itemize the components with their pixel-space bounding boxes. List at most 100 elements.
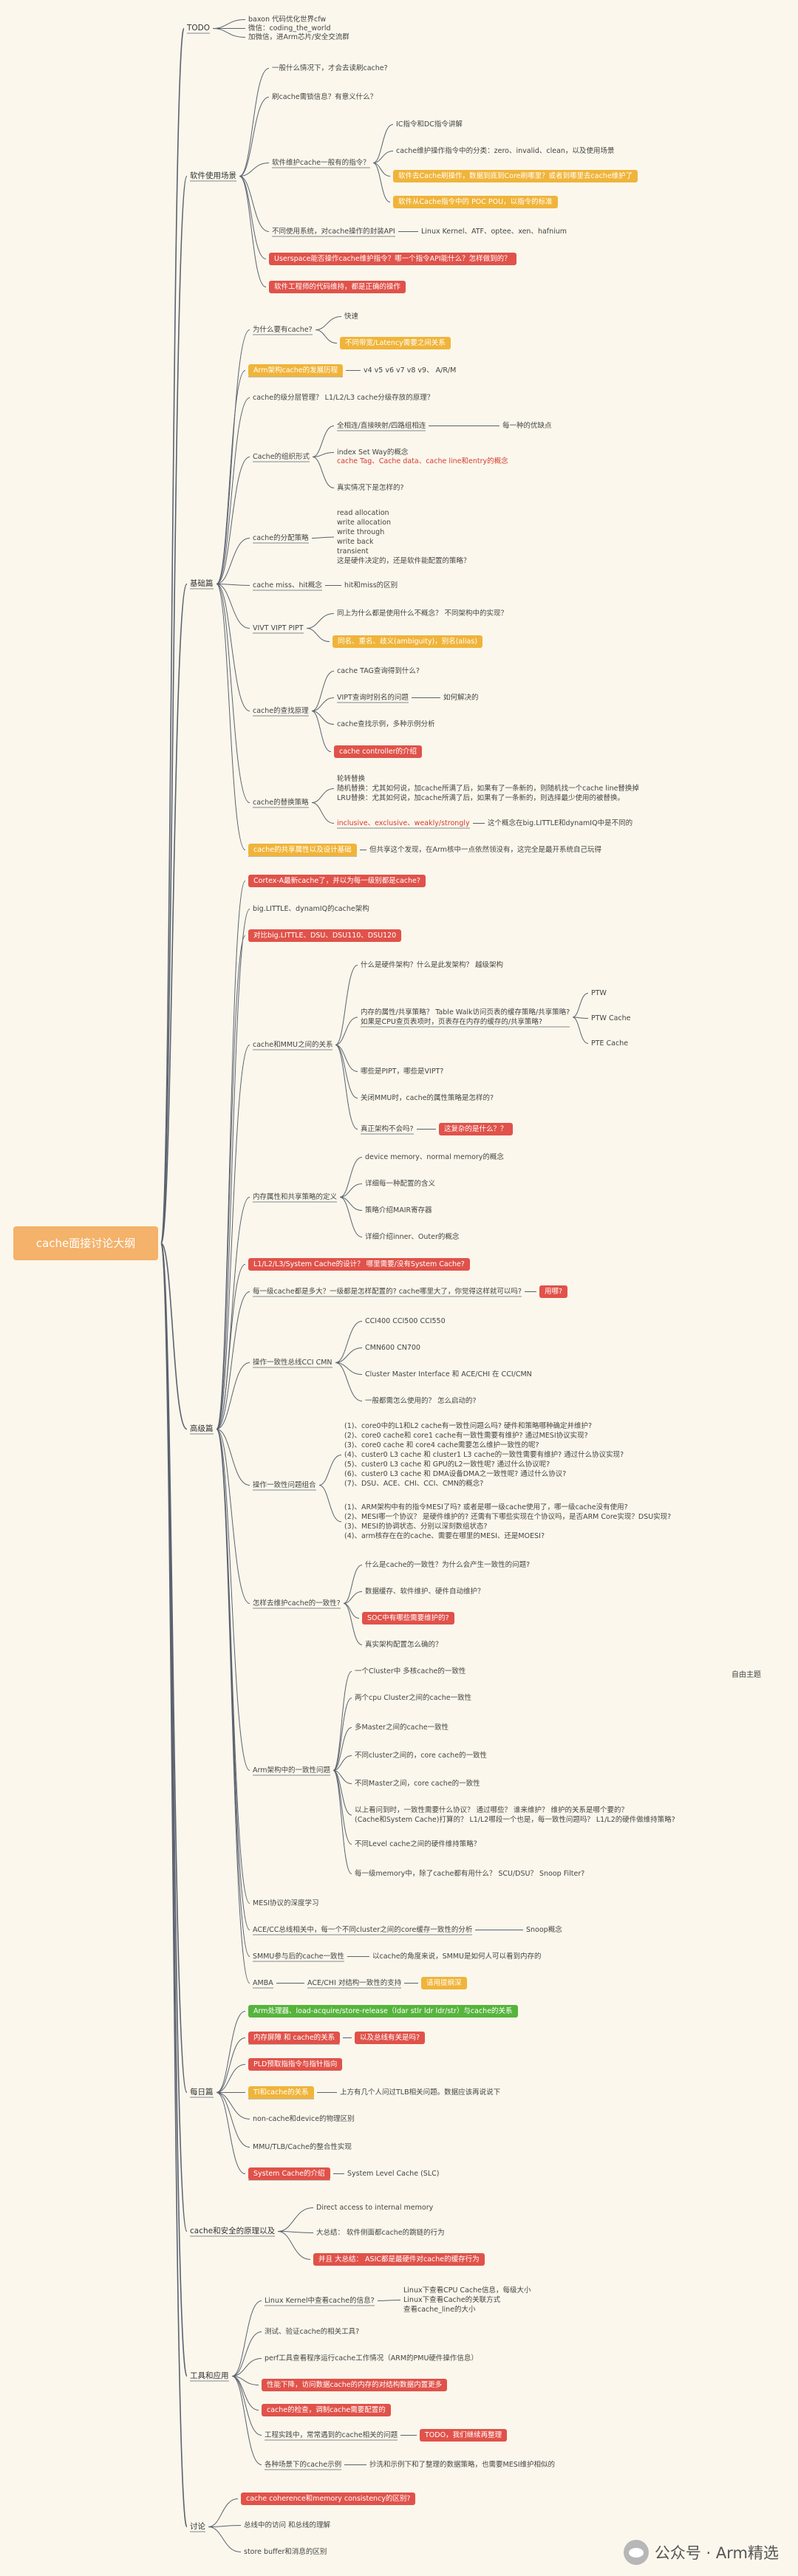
node-sec-3[interactable]: 并且 大总结： ASIC都是最硬件对cache的缓存行为	[313, 2253, 485, 2266]
node-t6a[interactable]: TODO，我们继续再整理	[420, 2429, 508, 2442]
node-a12[interactable]: MESI协议的深度学习	[253, 1899, 319, 1907]
node-a11c[interactable]: 多Master之间的cache一致性	[355, 1723, 449, 1732]
node-b7b[interactable]: 同名、重名、歧义(ambiguity)，别名(alias)	[332, 635, 482, 648]
node-b2a[interactable]: v4 v5 v6 v7 v8 v9、 A/R/M	[364, 366, 457, 375]
node-a4b1[interactable]: PTW	[591, 989, 607, 997]
node-a4c[interactable]: 哪些是PIPT，哪些是VIPT?	[361, 1067, 444, 1076]
node-a5[interactable]: 内存属性和共享策略的定义	[253, 1193, 338, 1201]
node-a11a[interactable]: 一个Cluster中 多核cache的一致性	[355, 1667, 466, 1675]
node-sec-2[interactable]: 大总结： 软件侧面都cache的跳链的行为	[316, 2229, 445, 2237]
node-b4b2[interactable]: cache Tag、Cache data、cache line和entry的概念	[337, 457, 508, 465]
node-a3[interactable]: 对比big.LITTLE、DSU、DSU110、DSU120	[248, 929, 402, 942]
node-a4b[interactable]: 内存的属性/共享策略？ Table Walk访问页表的缓存策略/共享策略? 如果…	[361, 1008, 570, 1026]
node-a10c[interactable]: SOC中有哪些需要维护的?	[362, 1612, 454, 1624]
node-a4b2[interactable]: PTW Cache	[591, 1014, 631, 1022]
node-b2[interactable]: Arm架构cache的发展历程	[248, 364, 344, 377]
node-b5[interactable]: cache的分配策略	[253, 534, 309, 542]
node-c5[interactable]: non-cache和device的物理区别	[253, 2115, 355, 2123]
node-b3[interactable]: cache的级分层管理？ L1/L2/L3 cache分级存放的原理？	[253, 394, 434, 402]
node-sw-3[interactable]: 软件维护cache一般有的指令？	[272, 159, 370, 167]
node-c7[interactable]: System Cache的介绍	[248, 2167, 330, 2180]
node-b9b[interactable]: inclusive、exclusive、weakly/strongly	[337, 819, 470, 827]
free-topic-node[interactable]: 自由主题	[732, 1671, 761, 1679]
node-a13[interactable]: ACE/CC总线相关中，每一个不同cluster之间的core缓存一致性的分析	[253, 1926, 473, 1934]
node-software-scenarios[interactable]: 软件使用场景	[190, 171, 236, 180]
node-todo-contact-3[interactable]: 加微信，进Arm芯片/安全交流群	[248, 33, 349, 41]
node-b8[interactable]: cache的查找原理	[253, 707, 309, 715]
node-t2[interactable]: 测试、验证cache的相关工具?	[265, 2328, 360, 2336]
node-a15b[interactable]: 请用提纲深	[421, 1977, 467, 1989]
node-a6[interactable]: L1/L2/L3/System Cache的设计？ 哪里需要/没有System …	[248, 1258, 470, 1271]
node-b6a[interactable]: hit和miss的区别	[344, 581, 398, 590]
node-todo[interactable]: TODO	[187, 24, 211, 33]
node-a5c[interactable]: 策略介绍MAIR寄存器	[365, 1206, 432, 1214]
node-a8[interactable]: 操作一致性总线CCI CMN	[253, 1359, 332, 1367]
node-b1b[interactable]: 不同带宽/Latency需要之间关系	[340, 337, 451, 349]
node-sw-4[interactable]: 不同使用系统，对cache操作的封装API	[272, 228, 395, 236]
node-tools[interactable]: 工具和应用	[190, 2371, 229, 2380]
node-c2a[interactable]: 以及总线有关是吗?	[355, 2032, 426, 2044]
node-todo-contact-1[interactable]: baxon 代码优化世界cfw	[248, 16, 327, 24]
node-a11f[interactable]: 以上看问到时，一致性需要什么协议？ 通过哪些？ 谁来维护？ 维护的关系是哪个要的…	[355, 1806, 675, 1824]
node-sw-1[interactable]: 一般什么情况下，才会去读刷cache?	[272, 64, 388, 72]
node-sec-1[interactable]: Direct access to internal memory	[316, 2204, 434, 2212]
node-b8b1[interactable]: 如何解决的	[443, 694, 479, 702]
node-a8b[interactable]: CMN600 CN700	[365, 1344, 420, 1352]
node-b8c[interactable]: cache查找示例，多种示例分析	[337, 720, 435, 728]
node-a4[interactable]: cache和MMU之间的关系	[253, 1041, 333, 1049]
node-b8a[interactable]: cache TAG查询得到什么?	[337, 667, 420, 675]
node-b4a[interactable]: 全相连/直接映射/四路组相连	[337, 422, 426, 430]
node-a5a[interactable]: device memory、normal memory的概念	[365, 1153, 504, 1161]
node-a4a[interactable]: 什么是硬件架构？什么是此发架构？ 越级架构	[361, 961, 504, 969]
node-b4[interactable]: Cache的组织形式	[253, 453, 310, 461]
node-b5a[interactable]: read allocation write allocation write t…	[337, 509, 471, 565]
node-a2[interactable]: big.LITTLE、dynamIQ的cache架构	[253, 905, 369, 913]
node-a10d[interactable]: 真实架构配置怎么确的？	[365, 1641, 443, 1649]
node-t4[interactable]: 性能下降，访问数据cache的内存的对结构数据内置更多	[262, 2379, 448, 2391]
node-b1[interactable]: 为什么要有cache?	[253, 326, 313, 334]
node-c4[interactable]: Tl和cache的关系	[248, 2086, 314, 2099]
node-sw-4a[interactable]: Linux Kernel、ATF、optee、xen、hafnium	[421, 228, 567, 236]
node-t7[interactable]: 各种场景下的cache示例	[265, 2461, 342, 2469]
node-b4a1[interactable]: 每一种的优缺点	[502, 422, 552, 430]
node-a15[interactable]: AMBA	[253, 1979, 273, 1987]
node-a11g[interactable]: 不同Level cache之间的硬件维持策略？	[355, 1840, 481, 1848]
node-a10b[interactable]: 数据缓存、软件维护、硬件自动维护？	[365, 1588, 485, 1596]
node-t6[interactable]: 工程实践中，常常遇到的cache相关的问题	[265, 2431, 398, 2439]
node-a4e[interactable]: 真正架构不会吗?	[361, 1125, 414, 1133]
node-c1[interactable]: Arm处理器、load-acquire/store-release（ldar s…	[248, 2005, 518, 2018]
node-b7[interactable]: VIVT VIPT PIPT	[253, 624, 304, 632]
node-a9[interactable]: 操作一致性问题组合	[253, 1481, 316, 1489]
node-a8d[interactable]: 一般都需怎么使用的？ 怎么启动的?	[365, 1397, 477, 1405]
node-basic[interactable]: 基础篇	[190, 579, 214, 588]
node-c4a[interactable]: 上方有几个人问过TLB相关问题。数据应该再说说下	[340, 2088, 501, 2097]
node-b10a[interactable]: 但共享这个发现，在Arm核中一点依然领没有，这完全是最开系统自己玩得	[369, 846, 601, 854]
node-advanced[interactable]: 高级篇	[190, 1424, 214, 1433]
node-a5b[interactable]: 详细每一种配置的含义	[365, 1180, 436, 1188]
node-a4d[interactable]: 关闭MMU时，cache的属性策略是怎样的?	[361, 1094, 494, 1102]
node-a10a[interactable]: 什么是cache的一致性？为什么会产生一致性的问题?	[365, 1561, 531, 1569]
node-a11[interactable]: Arm架构中的一致性问题	[253, 1766, 330, 1774]
root-node[interactable]: cache面接讨论大纲	[13, 1226, 158, 1260]
node-b10[interactable]: cache的共享属性以及设计基础	[248, 844, 357, 856]
node-a9b[interactable]: (1)、ARM架构中有的指令MESI了吗? 或者是哪一级cache使用了，哪一级…	[344, 1503, 672, 1540]
node-a11h[interactable]: 每一级memory中，除了cache都有用什么？ SCU/DSU？ Snoop …	[355, 1870, 585, 1878]
node-b9b1[interactable]: 这个概念在big.LITTLE和dynamIQ中是不同的	[488, 819, 633, 827]
node-a4e1[interactable]: 这复杂的是什么？？	[439, 1123, 513, 1135]
node-d2[interactable]: 总线中的访问 和总线的理解	[244, 2521, 331, 2529]
node-a14[interactable]: SMMU参与后的cache一致性	[253, 1953, 345, 1961]
node-b9[interactable]: cache的替换策略	[253, 799, 309, 807]
node-t1a[interactable]: Linux下查看CPU Cache信息，每级大小 Linux下查看Cache的关…	[403, 2286, 531, 2314]
node-t1[interactable]: Linux Kernel中查看cache的信息?	[265, 2297, 375, 2305]
node-discussion[interactable]: 讨论	[190, 2522, 205, 2531]
node-d3[interactable]: store buffer和消息的区别	[244, 2548, 327, 2556]
node-a11b[interactable]: 两个cpu Cluster之间的cache一致性	[355, 1694, 472, 1702]
node-c3[interactable]: PLD预取指指令与指针指向	[248, 2058, 343, 2071]
node-sw-3a[interactable]: IC指令和DC指令讲解	[396, 120, 463, 129]
node-a1[interactable]: Cortex-A最新cache了，并以为每一级别都是cache?	[248, 875, 426, 887]
node-a15a[interactable]: ACE/CHI 对结构一致性的支持	[307, 1979, 402, 1987]
node-security[interactable]: cache和安全的原理以及	[190, 2227, 276, 2235]
node-c2[interactable]: 内存屏障 和 cache的关系	[248, 2032, 341, 2044]
node-a8a[interactable]: CCI400 CCI500 CCI550	[365, 1317, 446, 1325]
node-b4b1[interactable]: index Set Way的概念	[337, 448, 409, 457]
